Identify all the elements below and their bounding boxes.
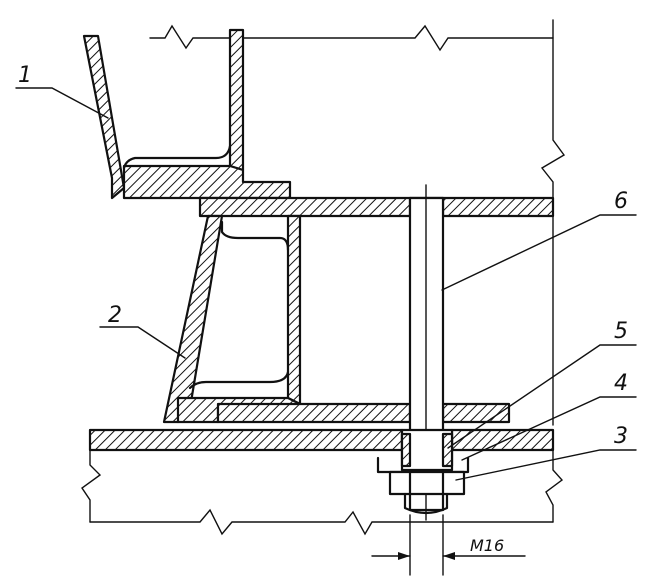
leader-4 [461,396,637,461]
leader-lines [15,87,637,481]
middle-plate [216,402,511,424]
label-m16: M16 [470,536,504,555]
base-plate [88,428,555,452]
label-part-2: 2 [108,303,122,328]
break-lines [81,19,566,536]
part-1-bottom-flange [122,164,292,200]
dimension-m16: M16 [371,514,526,576]
part-labels: 1 2 6 5 4 3 [18,63,628,449]
part-1-left-wall [82,34,126,200]
part-2-inner-curve [220,220,290,252]
leader-6 [441,214,637,291]
label-part-4: 4 [614,371,628,396]
part-2-lower-channel [162,214,302,424]
upper-plate-left [198,196,412,218]
label-part-3: 3 [614,424,628,449]
bottom-nut-body [388,470,466,496]
part-2-lower-curve [188,370,290,390]
part-3-bottom-nut [388,470,466,515]
leader-3 [455,449,637,481]
upper-plate [198,196,555,218]
part-1-inner-curve [122,144,232,170]
bolt-end [403,492,449,515]
nut-left-hatch [400,432,412,468]
nut-right-hatch [441,432,454,468]
label-part-6: 6 [614,189,628,214]
base-plate-left [88,428,404,452]
leader-2 [99,326,186,359]
leader-1 [15,87,109,119]
middle-plate-left [216,402,412,424]
label-part-5: 5 [614,319,628,344]
part-1-upper-channel [82,28,292,200]
upper-plate-right [441,196,555,218]
part-2-inner-wall [286,214,302,406]
part-2-left-wall [162,214,224,424]
part-1-inner-wall [228,28,245,172]
leader-5 [447,344,637,449]
part-5-nut [400,428,454,472]
base-plate-right [450,428,555,452]
label-part-1: 1 [18,63,32,88]
